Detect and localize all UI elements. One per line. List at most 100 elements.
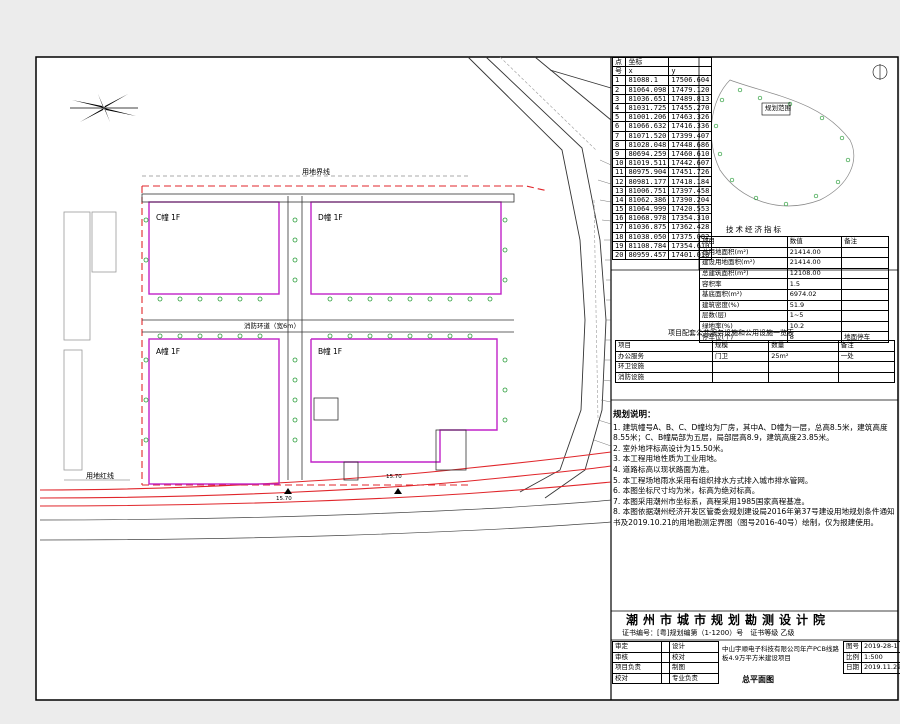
coord-cell: 20	[613, 250, 626, 259]
facilities-header: 项目	[616, 341, 713, 352]
coord-cell: 11	[613, 168, 626, 177]
coord-cell: 81006.751	[626, 186, 669, 195]
coord-cell: 17418.184	[669, 177, 712, 186]
coord-cell: 15	[613, 205, 626, 214]
coord-cell: 17479.120	[669, 85, 712, 94]
coord-header: 坐标	[626, 58, 669, 67]
signature-cell	[662, 663, 670, 674]
coord-cell: 81088.1	[626, 76, 669, 85]
coord-cell: 16	[613, 214, 626, 223]
facilities-cell: 消防设施	[616, 372, 713, 383]
project-name: 中山宇顺电子科技有限公司年产PCB线路板4.9万平方米建设项目	[722, 645, 842, 663]
tech-cell	[842, 268, 889, 279]
tech-table-title: 技术经济指标	[726, 226, 783, 234]
coord-cell: 5	[613, 113, 626, 122]
coord-cell: 8	[613, 140, 626, 149]
coord-cell: 17506.604	[669, 76, 712, 85]
tech-cell	[842, 311, 889, 322]
tech-cell: 总建筑面积(m²)	[700, 268, 788, 279]
facilities-cell	[769, 372, 838, 383]
coord-header	[669, 58, 712, 67]
info-cell: 2019-28-1	[862, 642, 900, 653]
tech-header: 数值	[787, 237, 841, 248]
note-item: 6. 本图坐标尺寸均为米，标高为绝对标高。	[613, 486, 899, 497]
tech-cell: 51.9	[787, 300, 841, 311]
coord-cell: 80975.904	[626, 168, 669, 177]
signature-cell: 项目负责	[613, 663, 662, 674]
info-cell: 日期	[844, 663, 862, 674]
coord-cell: 1	[613, 76, 626, 85]
facilities-cell: 一处	[838, 351, 894, 362]
coord-cell: 81064.999	[626, 205, 669, 214]
signature-cell: 制图	[669, 663, 718, 674]
signature-cell: 审核	[613, 652, 662, 663]
signature-cell: 专业负责	[669, 673, 718, 684]
coord-cell: 6	[613, 122, 626, 131]
notes-title: 规划说明：	[613, 410, 899, 421]
coord-cell: 17390.204	[669, 195, 712, 204]
facilities-header: 备注	[838, 341, 894, 352]
coord-cell: 17397.458	[669, 186, 712, 195]
coord-subheader: y	[669, 67, 712, 76]
note-item: 5. 本工程场地雨水采用有组织排水方式排入城市排水管网。	[613, 476, 899, 487]
facilities-cell: 25m²	[769, 351, 838, 362]
coord-cell: 17448.686	[669, 140, 712, 149]
coord-cell: 9	[613, 149, 626, 158]
institute-name: 潮州市城市规划勘测设计院	[626, 614, 830, 626]
signature-table: 审定设计审核校对项目负责制图校对专业负责	[612, 641, 719, 684]
coord-cell: 17489.813	[669, 94, 712, 103]
coord-cell: 81068.978	[626, 214, 669, 223]
note-item: 8. 本图依据潮州经济开发区管委会规划建设局2016年第37号建设用地规划条件通…	[613, 507, 899, 528]
tech-cell: 6974.02	[787, 289, 841, 300]
coord-cell: 81019.511	[626, 159, 669, 168]
coord-cell: 81062.386	[626, 195, 669, 204]
tech-cell: 1~5	[787, 311, 841, 322]
tech-cell: 建筑密度(%)	[700, 300, 788, 311]
note-item: 1. 建筑幢号A、B、C、D幢均为厂房，其中A、D幢为一层，总高8.5米，建筑高…	[613, 423, 899, 444]
facilities-header: 数量	[769, 341, 838, 352]
elevation-2: 15.70	[386, 475, 402, 481]
tech-header: 项目	[700, 237, 788, 248]
signature-row: 校对专业负责	[613, 673, 719, 684]
tech-cell	[842, 321, 889, 332]
coord-cell: 80959.457	[626, 250, 669, 259]
facilities-cell	[838, 372, 894, 383]
signature-row: 审核校对	[613, 652, 719, 663]
coord-cell: 17460.610	[669, 149, 712, 158]
elevation-1: 15.70	[276, 497, 292, 503]
coord-subheader: 号	[613, 67, 626, 76]
tech-row: 基底面积(m²)6974.02	[700, 289, 889, 300]
coord-subheader: x	[626, 67, 669, 76]
signature-cell: 校对	[613, 673, 662, 684]
coord-cell: 81028.048	[626, 140, 669, 149]
facilities-row: 环卫设施	[616, 362, 895, 373]
coord-cell: 17451.726	[669, 168, 712, 177]
passage-label: 消防环道（宽6m）	[244, 323, 300, 330]
tech-cell: 建设用地面积(m²)	[700, 258, 788, 269]
coord-cell: 19	[613, 241, 626, 250]
coord-cell: 80694.259	[626, 149, 669, 158]
signature-cell: 设计	[669, 642, 718, 653]
note-item: 7. 本图采用潮州市坐标系，高程采用1985国家高程基准。	[613, 497, 899, 508]
planning-notes: 规划说明： 1. 建筑幢号A、B、C、D幢均为厂房，其中A、D幢为一层，总高8.…	[613, 410, 899, 529]
signature-row: 项目负责制图	[613, 663, 719, 674]
signature-cell	[662, 642, 670, 653]
tech-row: 层数(层)1~5	[700, 311, 889, 322]
coord-cell: 4	[613, 103, 626, 112]
coord-cell: 81036.651	[626, 94, 669, 103]
tech-cell	[842, 289, 889, 300]
